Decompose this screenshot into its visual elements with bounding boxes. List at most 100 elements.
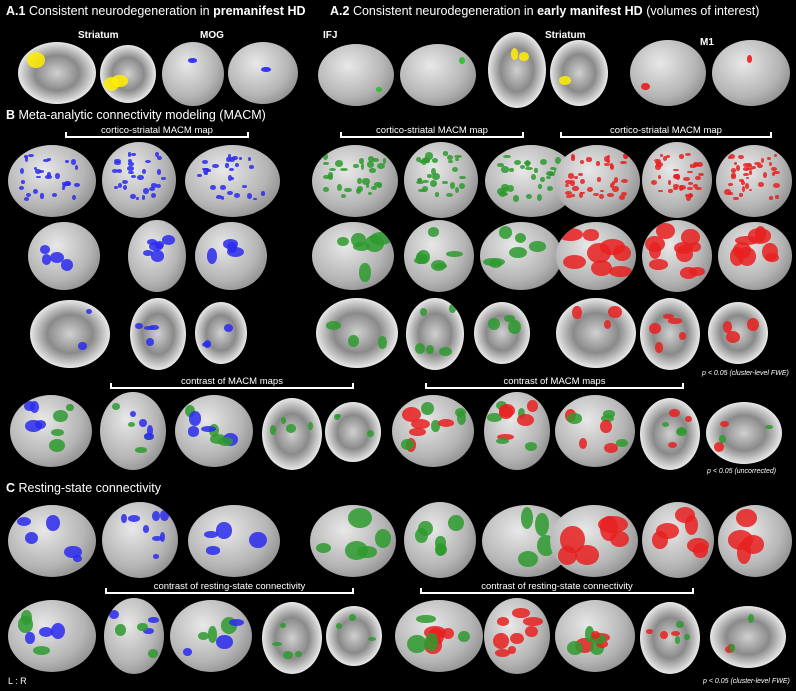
activation-cluster <box>742 186 746 192</box>
brain-surface-image <box>718 222 792 290</box>
activation-cluster <box>689 241 701 252</box>
activation-cluster <box>372 157 379 163</box>
activation-cluster <box>687 170 694 174</box>
activation-cluster <box>230 177 234 181</box>
activation-cluster <box>247 192 252 199</box>
activation-cluster <box>43 159 49 162</box>
brain-surface-image <box>642 142 712 218</box>
activation-cluster <box>524 159 530 167</box>
activation-cluster <box>769 162 773 167</box>
activation-cluster <box>74 182 80 188</box>
activation-cluster <box>738 247 756 266</box>
activation-cluster <box>518 408 526 420</box>
brain-surface-image <box>8 505 96 577</box>
activation-cluster <box>757 164 764 169</box>
activation-cluster <box>677 426 686 434</box>
activation-cluster <box>453 154 462 159</box>
activation-cluster <box>718 435 727 443</box>
activation-cluster <box>21 179 25 184</box>
activation-cluster <box>415 180 425 184</box>
activation-cluster <box>128 422 136 428</box>
activation-cluster <box>687 181 694 186</box>
activation-cluster <box>558 228 583 242</box>
activation-cluster <box>608 306 622 318</box>
activation-cluster <box>600 515 619 542</box>
brain-slice-image <box>640 398 700 470</box>
activation-cluster <box>689 267 706 277</box>
activation-cluster <box>742 173 750 177</box>
activation-cluster <box>209 184 216 190</box>
activation-cluster <box>495 437 509 444</box>
activation-cluster <box>727 192 734 196</box>
activation-cluster <box>431 157 438 163</box>
activation-cluster <box>339 167 348 171</box>
activation-cluster <box>565 179 572 185</box>
activation-cluster <box>435 192 440 197</box>
activation-cluster <box>648 322 662 335</box>
activation-cluster <box>442 627 455 639</box>
activation-cluster <box>432 172 440 180</box>
brain-surface-image <box>312 222 394 290</box>
activation-cluster <box>448 159 454 164</box>
activation-cluster <box>46 172 52 178</box>
activation-cluster <box>734 235 759 246</box>
brain-surface-image <box>228 42 298 104</box>
activation-cluster <box>603 319 612 329</box>
activation-cluster <box>127 158 132 163</box>
activation-cluster <box>732 196 740 201</box>
activation-cluster <box>679 185 687 190</box>
brain-slice-image <box>195 302 247 364</box>
brain-slice-image <box>326 606 382 666</box>
activation-cluster <box>347 335 359 348</box>
brain-slice-image <box>130 298 186 370</box>
activation-cluster <box>156 184 162 189</box>
activation-cluster <box>212 164 219 169</box>
activation-cluster <box>724 645 734 653</box>
activation-cluster <box>368 636 376 641</box>
brain-surface-image <box>318 44 394 106</box>
activation-cluster <box>520 164 526 169</box>
brain-surface-image <box>716 145 792 217</box>
brain-surface-image <box>554 145 640 217</box>
activation-cluster <box>597 177 602 182</box>
activation-cluster <box>49 438 66 453</box>
activation-cluster <box>442 151 449 156</box>
brain-slice-image <box>316 298 398 368</box>
bracket-macm-m1: cortico-striatal MACM map <box>560 125 772 138</box>
activation-cluster <box>539 158 547 165</box>
activation-cluster <box>32 645 50 655</box>
brain-slice-image <box>325 402 381 462</box>
activation-cluster <box>745 182 750 189</box>
activation-cluster <box>560 526 585 553</box>
activation-cluster <box>146 337 155 347</box>
activation-cluster <box>285 424 296 433</box>
activation-cluster <box>248 165 254 169</box>
activation-cluster <box>772 183 780 189</box>
brain-slice-image <box>18 42 96 104</box>
activation-cluster <box>232 155 239 161</box>
activation-cluster <box>507 184 515 192</box>
activation-cluster <box>487 317 500 331</box>
activation-cluster <box>121 513 127 524</box>
activation-cluster <box>143 627 154 635</box>
activation-cluster <box>498 225 513 240</box>
activation-cluster <box>429 180 437 187</box>
activation-cluster <box>606 193 614 197</box>
activation-cluster <box>447 155 454 161</box>
brain-slice-image <box>710 606 786 668</box>
activation-cluster <box>569 180 576 186</box>
activation-cluster <box>155 241 165 249</box>
brain-surface-image <box>404 220 474 292</box>
activation-cluster <box>767 156 771 160</box>
activation-cluster <box>19 168 24 175</box>
label-m1: M1 <box>700 37 714 48</box>
activation-cluster <box>424 632 439 651</box>
activation-cluster <box>574 176 578 180</box>
activation-cluster <box>420 307 428 316</box>
activation-cluster <box>127 152 132 157</box>
activation-cluster <box>431 168 436 176</box>
activation-cluster <box>511 48 519 60</box>
activation-cluster <box>567 641 584 655</box>
activation-cluster <box>156 169 162 176</box>
